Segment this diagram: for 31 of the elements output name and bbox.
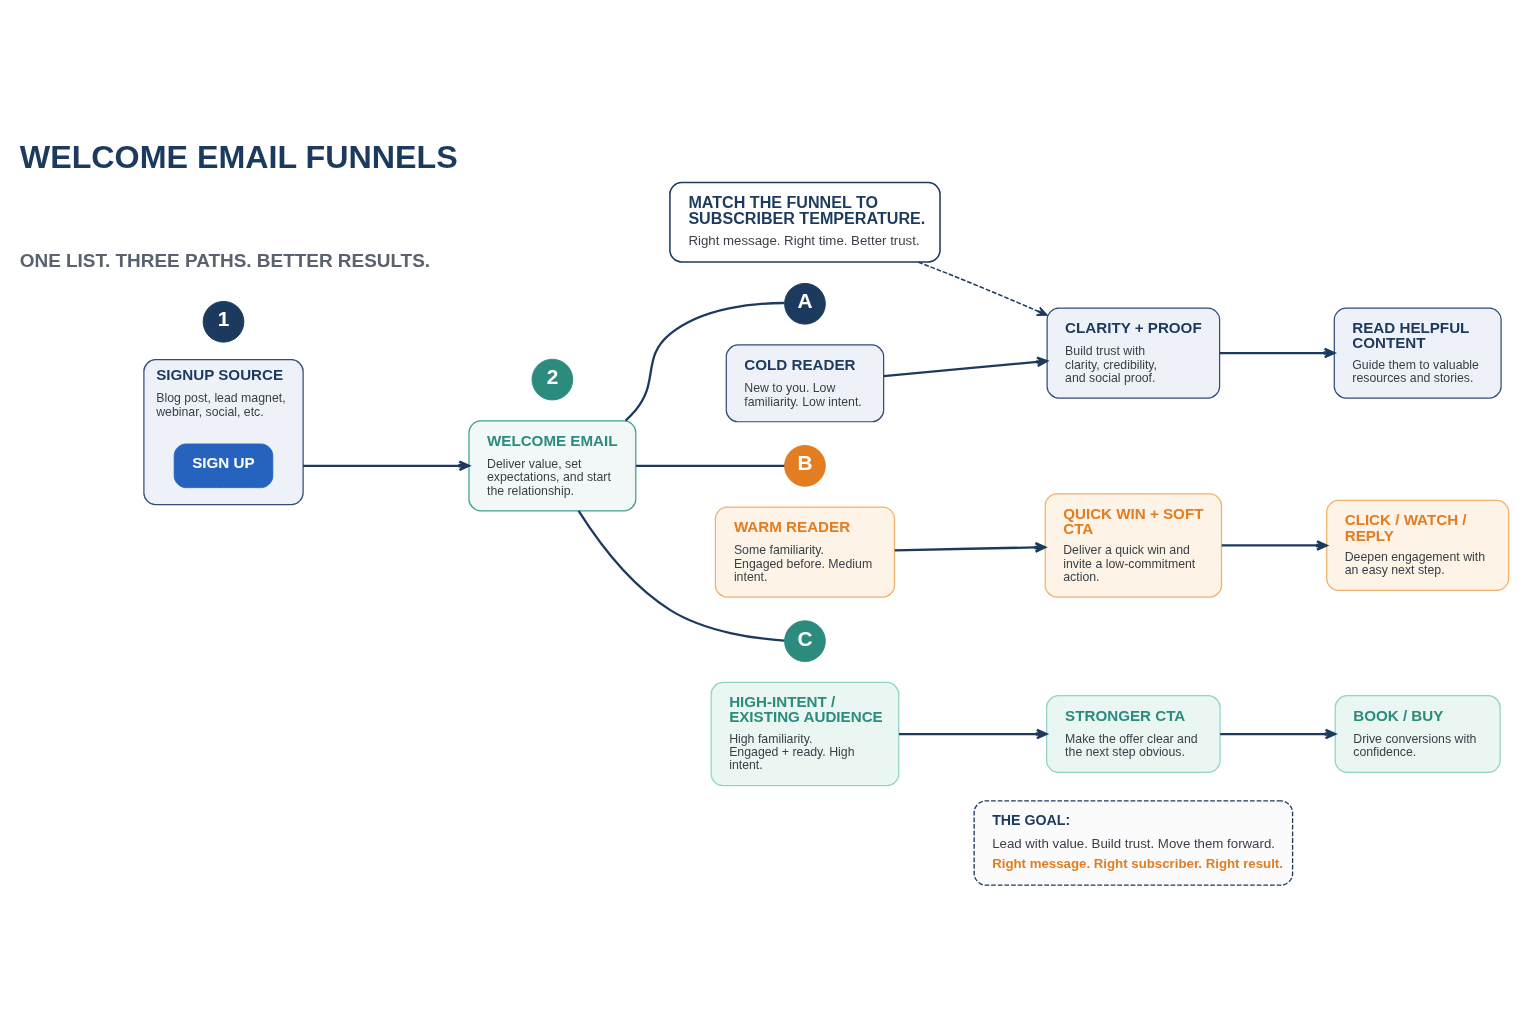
node-box: THE GOAL: Lead with value. Build trust. Move them forward. Right message. Right subscriber. Right result. (973, 799, 1294, 886)
node-box: COLD READER New to you. Low familiarity. Low intent. (725, 343, 885, 422)
arrow (899, 728, 1048, 739)
node-box: READ HELPFUL CONTENT Guide them to valuable resources and stories. (1333, 306, 1502, 399)
node-box: QUICK WIN + SOFT CTA Deliver a quick win and invite a low-commitment action. (1044, 492, 1223, 598)
connector (636, 464, 785, 467)
node-box: BOOK / BUY Drive conversions with confidence. (1334, 694, 1501, 773)
node-circle: 2 (531, 358, 574, 400)
connector (577, 509, 785, 642)
node-circle: 1 (202, 300, 245, 343)
node-box: SIGN UP (173, 443, 274, 488)
node-box: MATCH THE FUNNEL TO SUBSCRIBER TEMPERATURE. Right message. Right time. Better trust. (669, 181, 941, 263)
node-circle: A (784, 282, 826, 325)
node-box: CLARITY + PROOF Build trust with clarity, credibility, and social proof. (1046, 306, 1221, 399)
node-box: STRONGER CTA Make the offer clear and the next step obvious. (1046, 694, 1221, 773)
arrow (303, 459, 471, 471)
node-circle: C (784, 619, 826, 662)
arrow (1220, 728, 1337, 739)
node-box: WARM READER Some familiarity. Engaged before. Medium intent. (714, 505, 896, 598)
node-circle: B (784, 444, 826, 487)
node-box: WELCOME EMAIL Deliver value, set expectations, and start the relationship. (468, 419, 637, 511)
arrow (883, 355, 1049, 377)
diagram-title: WELCOME EMAIL FUNNELS (19, 138, 458, 175)
arrow (1219, 347, 1336, 358)
label: ONE LIST. THREE PATHS. BETTER RESULTS. (19, 249, 431, 271)
node-box: CLICK / WATCH / REPLY Deepen engagement with an easy next step. (1326, 499, 1510, 591)
arrow (917, 260, 1048, 316)
arrow (1221, 539, 1328, 551)
node-box: HIGH-INTENT / EXISTING AUDIENCE High familiarity. Engaged + ready. High intent. (710, 681, 900, 786)
arrow (894, 541, 1047, 553)
connector (624, 301, 785, 421)
